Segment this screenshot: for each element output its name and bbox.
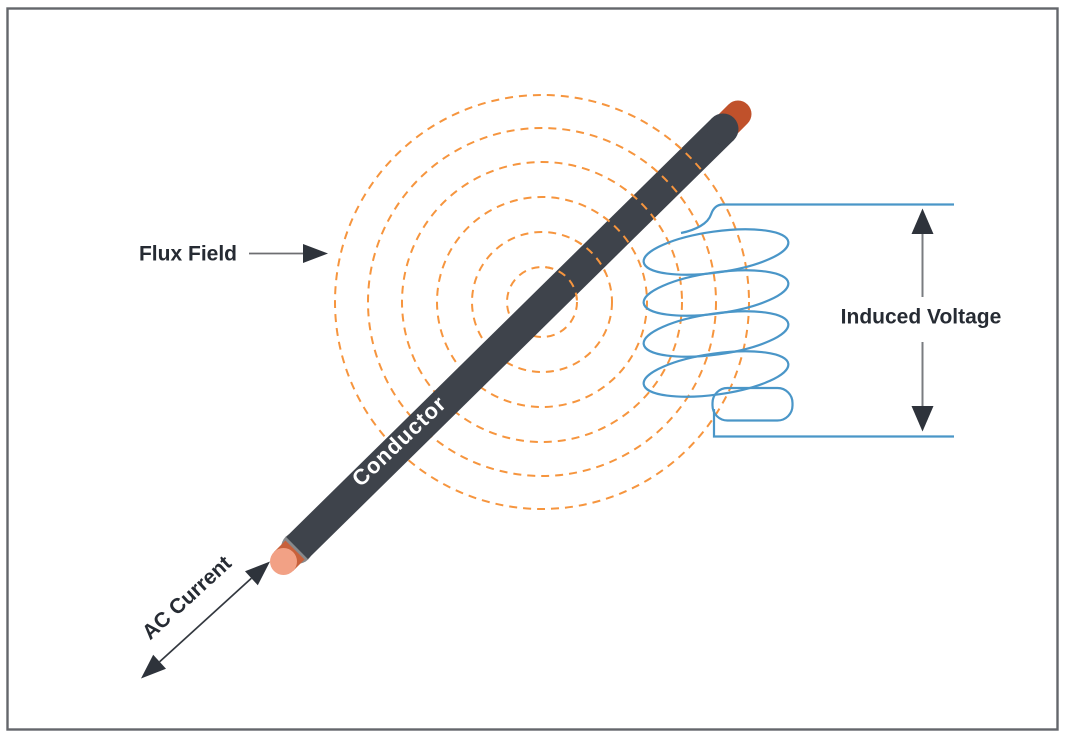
coil-top-lead — [680, 203, 954, 235]
induced-voltage-callout: Induced Voltage — [841, 208, 1002, 432]
conductor-body-end — [707, 113, 739, 145]
coil-turn — [642, 350, 790, 398]
induction-coil — [642, 203, 954, 438]
coil-turn — [642, 310, 790, 358]
down-arrowhead-icon — [911, 406, 934, 432]
copper-core-face — [270, 548, 297, 575]
flux-circle — [471, 231, 613, 373]
flux-field-circles — [334, 94, 750, 510]
flux-circle — [506, 266, 578, 338]
coil-bottom-lead — [712, 409, 954, 438]
flux-circle — [401, 161, 683, 443]
flux-circle — [367, 127, 717, 477]
flux-circle — [334, 94, 750, 510]
flux-circle — [436, 196, 648, 408]
ac-current-arrow-line — [159, 577, 252, 663]
flux-field-label: Flux Field — [139, 243, 237, 266]
induced-voltage-label: Induced Voltage — [841, 306, 1002, 329]
flux-field-callout: Flux Field — [139, 243, 328, 266]
diagram-frame — [6, 7, 1059, 731]
coil-turn — [711, 386, 794, 422]
right-arrowhead-icon — [303, 244, 328, 263]
conductor-body — [286, 117, 734, 560]
down-left-arrowhead-icon — [141, 654, 166, 679]
up-arrowhead-icon — [911, 208, 934, 234]
up-right-arrowhead-icon — [245, 561, 270, 586]
